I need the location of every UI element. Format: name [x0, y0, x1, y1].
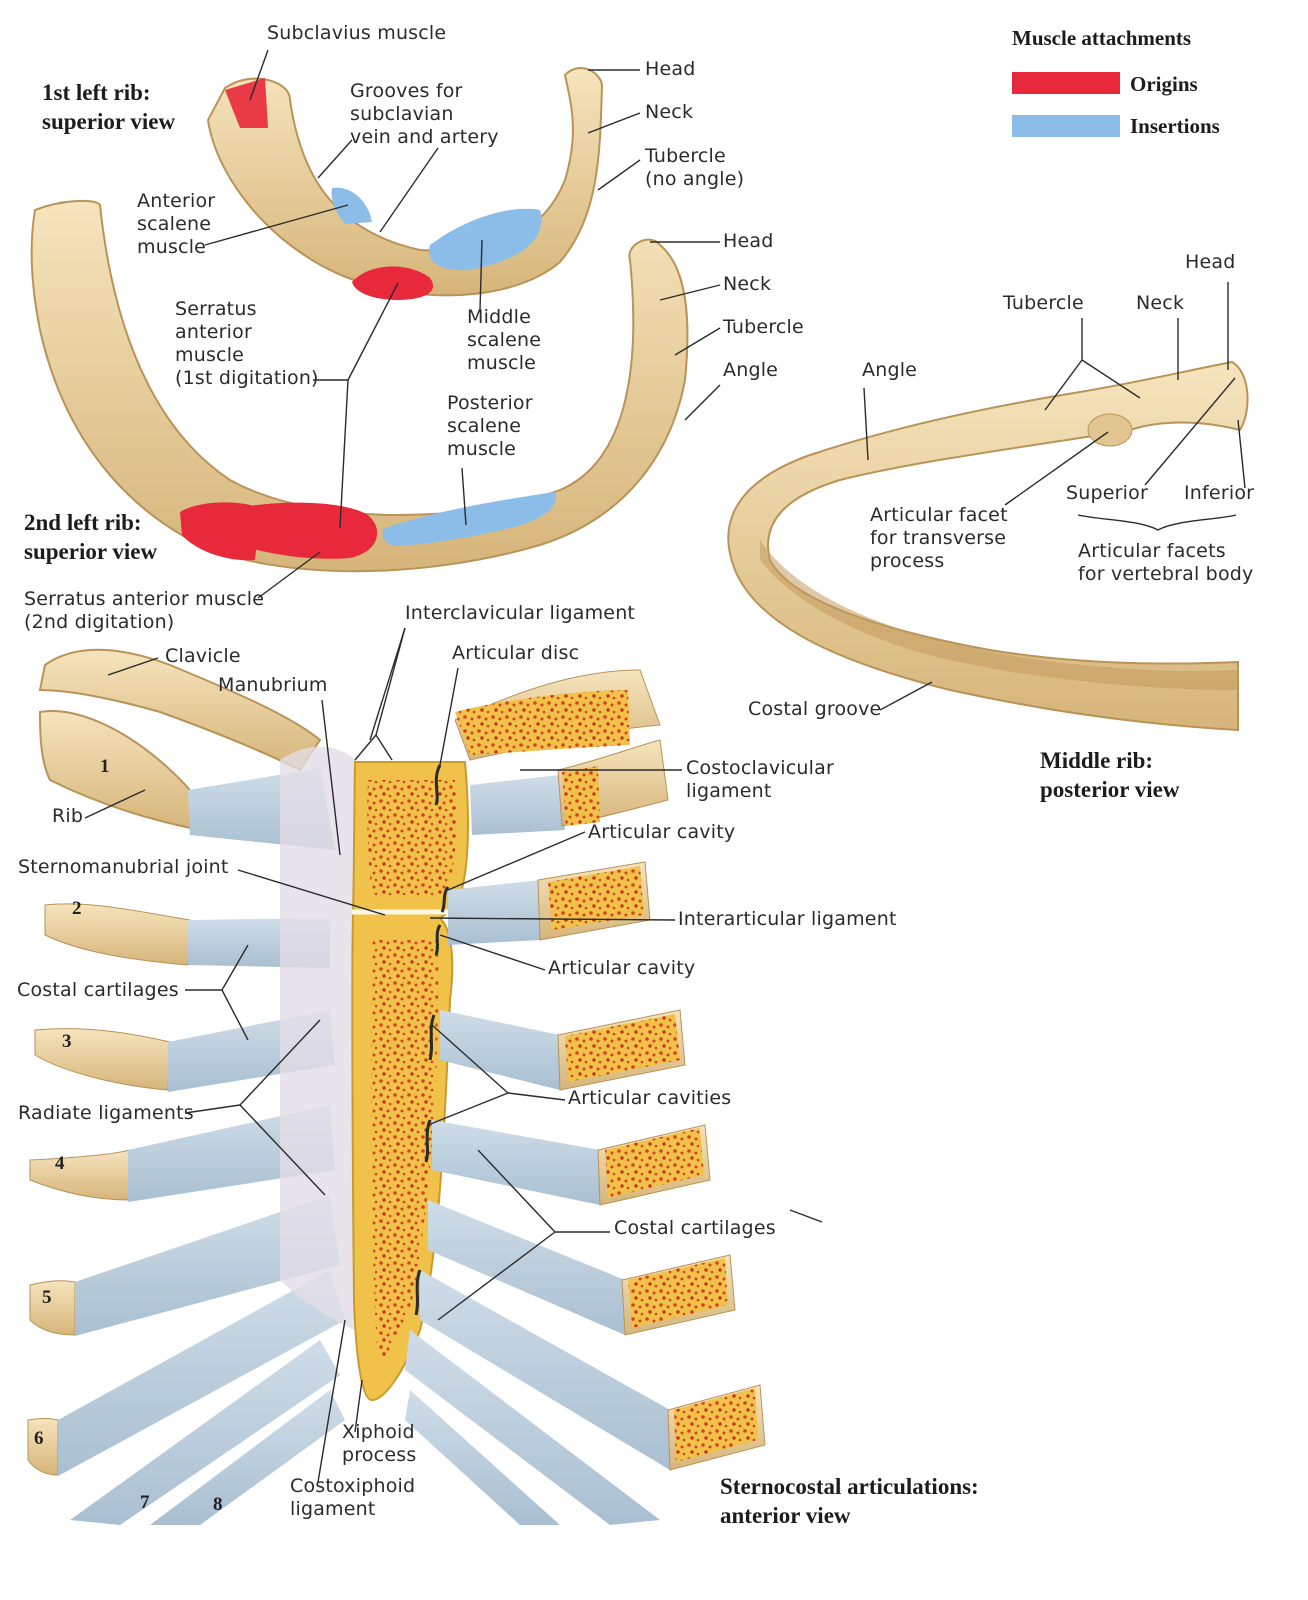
- sternocostal-title: Sternocostal articulations: anterior vie…: [720, 1474, 979, 1528]
- rib-number-8: 8: [213, 1494, 223, 1515]
- label-middle-scalene: Middle scalene muscle: [467, 306, 542, 374]
- first-rib-title: 1st left rib: superior view: [42, 80, 176, 134]
- label-first-rib-tubercle: Tubercle (no angle): [645, 145, 745, 190]
- rib-number-1: 1: [100, 756, 110, 777]
- first-rib: [206, 67, 604, 300]
- label-second-rib-head: Head: [723, 230, 774, 252]
- label-middle-rib-tubercle: Tubercle: [1003, 292, 1084, 314]
- label-second-rib-tubercle: Tubercle: [723, 316, 804, 338]
- label-articular-facets-vertebral: Articular facets for vertebral body: [1078, 540, 1254, 585]
- label-articular-facet-transverse: Articular facet for transverse process: [870, 504, 1008, 572]
- label-second-rib-neck: Neck: [723, 273, 772, 295]
- label-anterior-scalene: Anterior scalene muscle: [137, 190, 216, 258]
- legend-origins-label: Origins: [1130, 72, 1198, 96]
- label-middle-rib-angle: Angle: [862, 359, 918, 381]
- legend-title: Muscle attachments: [1012, 26, 1192, 50]
- label-sternomanubrial-joint: Sternomanubrial joint: [18, 856, 229, 878]
- label-rib: Rib: [52, 805, 84, 827]
- leader-lines: [84, 49, 1246, 1483]
- label-serratus-2nd-digitation: Serratus anterior muscle (2nd digitation…: [24, 588, 265, 633]
- label-costoxiphoid-ligament: Costoxiphoid ligament: [290, 1475, 416, 1520]
- label-subclavian-grooves: Grooves for subclavian vein and artery: [350, 80, 499, 148]
- middle-rib-title: Middle rib: posterior view: [1040, 748, 1180, 802]
- label-first-rib-neck: Neck: [645, 101, 694, 123]
- rib-number-6: 6: [34, 1428, 44, 1449]
- label-posterior-scalene: Posterior scalene muscle: [447, 392, 533, 460]
- right-ribs: [405, 861, 766, 1525]
- rib-number-5: 5: [42, 1287, 52, 1308]
- middle-rib: [727, 360, 1249, 732]
- label-interclavicular-ligament: Interclavicular ligament: [405, 602, 636, 624]
- second-rib-title: 2nd left rib: superior view: [24, 510, 158, 564]
- rib-number-4: 4: [55, 1153, 65, 1174]
- label-subclavius-muscle: Subclavius muscle: [267, 22, 447, 44]
- label-interarticular-ligament: Interarticular ligament: [678, 908, 897, 930]
- legend-insertions-swatch: [1012, 115, 1120, 137]
- label-serratus-1st-digitation: Serratus anterior muscle (1st digitation…: [175, 298, 319, 389]
- label-inferior-facet: Inferior: [1184, 482, 1255, 504]
- second-rib: [30, 199, 689, 573]
- legend-insertions-label: Insertions: [1130, 114, 1220, 138]
- label-middle-rib-neck: Neck: [1136, 292, 1185, 314]
- label-first-rib-head: Head: [645, 58, 696, 80]
- label-xiphoid-process: Xiphoid process: [342, 1421, 417, 1466]
- label-second-rib-angle: Angle: [723, 359, 779, 381]
- label-costal-groove: Costal groove: [748, 698, 882, 720]
- label-costoclavicular-ligament: Costoclavicular ligament: [686, 757, 834, 802]
- legend-origins-swatch: [1012, 72, 1120, 94]
- label-radiate-ligaments: Radiate ligaments: [18, 1102, 194, 1124]
- label-costal-cartilages-right: Costal cartilages: [614, 1217, 776, 1239]
- left-ribs: [27, 903, 345, 1525]
- label-manubrium: Manubrium: [218, 674, 328, 696]
- label-costal-cartilages-left: Costal cartilages: [17, 979, 179, 1001]
- label-middle-rib-head: Head: [1185, 251, 1236, 273]
- label-articular-cavity-lower: Articular cavity: [548, 957, 696, 979]
- sternocostal-articulations: [27, 648, 766, 1525]
- label-articular-cavities: Articular cavities: [568, 1087, 732, 1109]
- rib-number-2: 2: [72, 898, 82, 919]
- label-superior-facet: Superior: [1066, 482, 1148, 504]
- rib-number-7: 7: [140, 1492, 150, 1513]
- label-clavicle: Clavicle: [165, 645, 241, 667]
- label-articular-disc: Articular disc: [452, 642, 580, 664]
- label-articular-cavity-upper: Articular cavity: [588, 821, 736, 843]
- rib-number-3: 3: [62, 1031, 72, 1052]
